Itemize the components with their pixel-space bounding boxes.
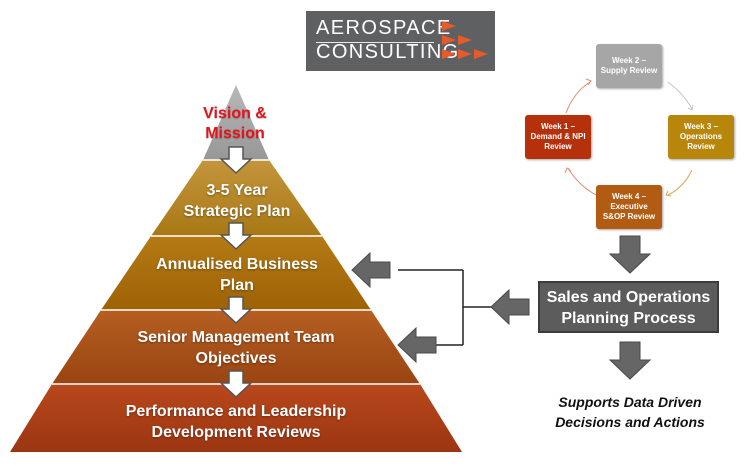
pyramid-level-4 [10,384,462,452]
level-1-line-1: 3-5 Year [206,182,268,199]
left-arrow-icon [490,288,530,326]
level-1-label: 3-5 Year Strategic Plan [152,180,322,222]
week3-box: Week 3 – Operations Review [668,115,734,159]
pyramid-apex [203,85,269,160]
level-4-line-2: Development Reviews [151,424,321,441]
cycle-arrow-icon [564,78,694,197]
down-arrow-icon [219,370,253,399]
week1-box: Week 1 – Demand & NPI Review [525,115,591,159]
level-1-line-2: Strategic Plan [183,203,291,220]
sop-line-1: Sales and Operations [546,289,711,306]
pyramid-level-2 [101,236,371,310]
supports-caption: Supports Data Driven Decisions and Actio… [540,392,720,432]
down-arrow-icon [608,235,652,274]
level-2-line-1: Annualised Business [156,256,318,273]
apex-label: Vision & Mission [203,105,267,142]
week2-label: Week 2 – Supply Review [600,56,658,75]
company-logo: AEROSPACE CONSULTING [306,11,495,71]
supports-line-1: Supports Data Driven [558,394,702,410]
logo-text-line-1: AEROSPACE [316,17,452,39]
level-3-line-2: Objectives [195,350,277,367]
sop-process-box: Sales and Operations Planning Process [538,281,719,333]
left-arrow-icon [351,251,391,289]
sop-line-2: Planning Process [561,310,696,327]
left-arrow-icon [397,326,437,364]
logo-arrows-icon [442,21,488,59]
down-arrow-icon [219,222,253,251]
level-3-label: Senior Management Team Objectives [86,327,386,369]
down-arrow-icon [219,296,253,325]
week4-box: Week 4 – Executive S&OP Review [596,185,662,229]
supports-line-2: Decisions and Actions [555,414,705,430]
down-arrow-icon [608,341,652,380]
level-3-line-1: Senior Management Team [137,329,335,346]
level-2-line-2: Plan [220,277,254,294]
week3-label: Week 3 – Operations Review [679,122,723,151]
pyramid-level-1 [151,160,322,236]
week2-box: Week 2 – Supply Review [596,44,662,88]
level-2-label: Annualised Business Plan [122,254,352,296]
pyramid-level-3 [52,310,420,384]
week1-label: Week 1 – Demand & NPI Review [530,122,586,151]
level-4-label: Performance and Leadership Development R… [66,401,406,443]
logo-text-line-2: CONSULTING [316,41,460,63]
week4-label: Week 4 – Executive S&OP Review [602,192,656,221]
down-arrow-icon [219,146,253,175]
level-4-line-1: Performance and Leadership [125,403,347,420]
